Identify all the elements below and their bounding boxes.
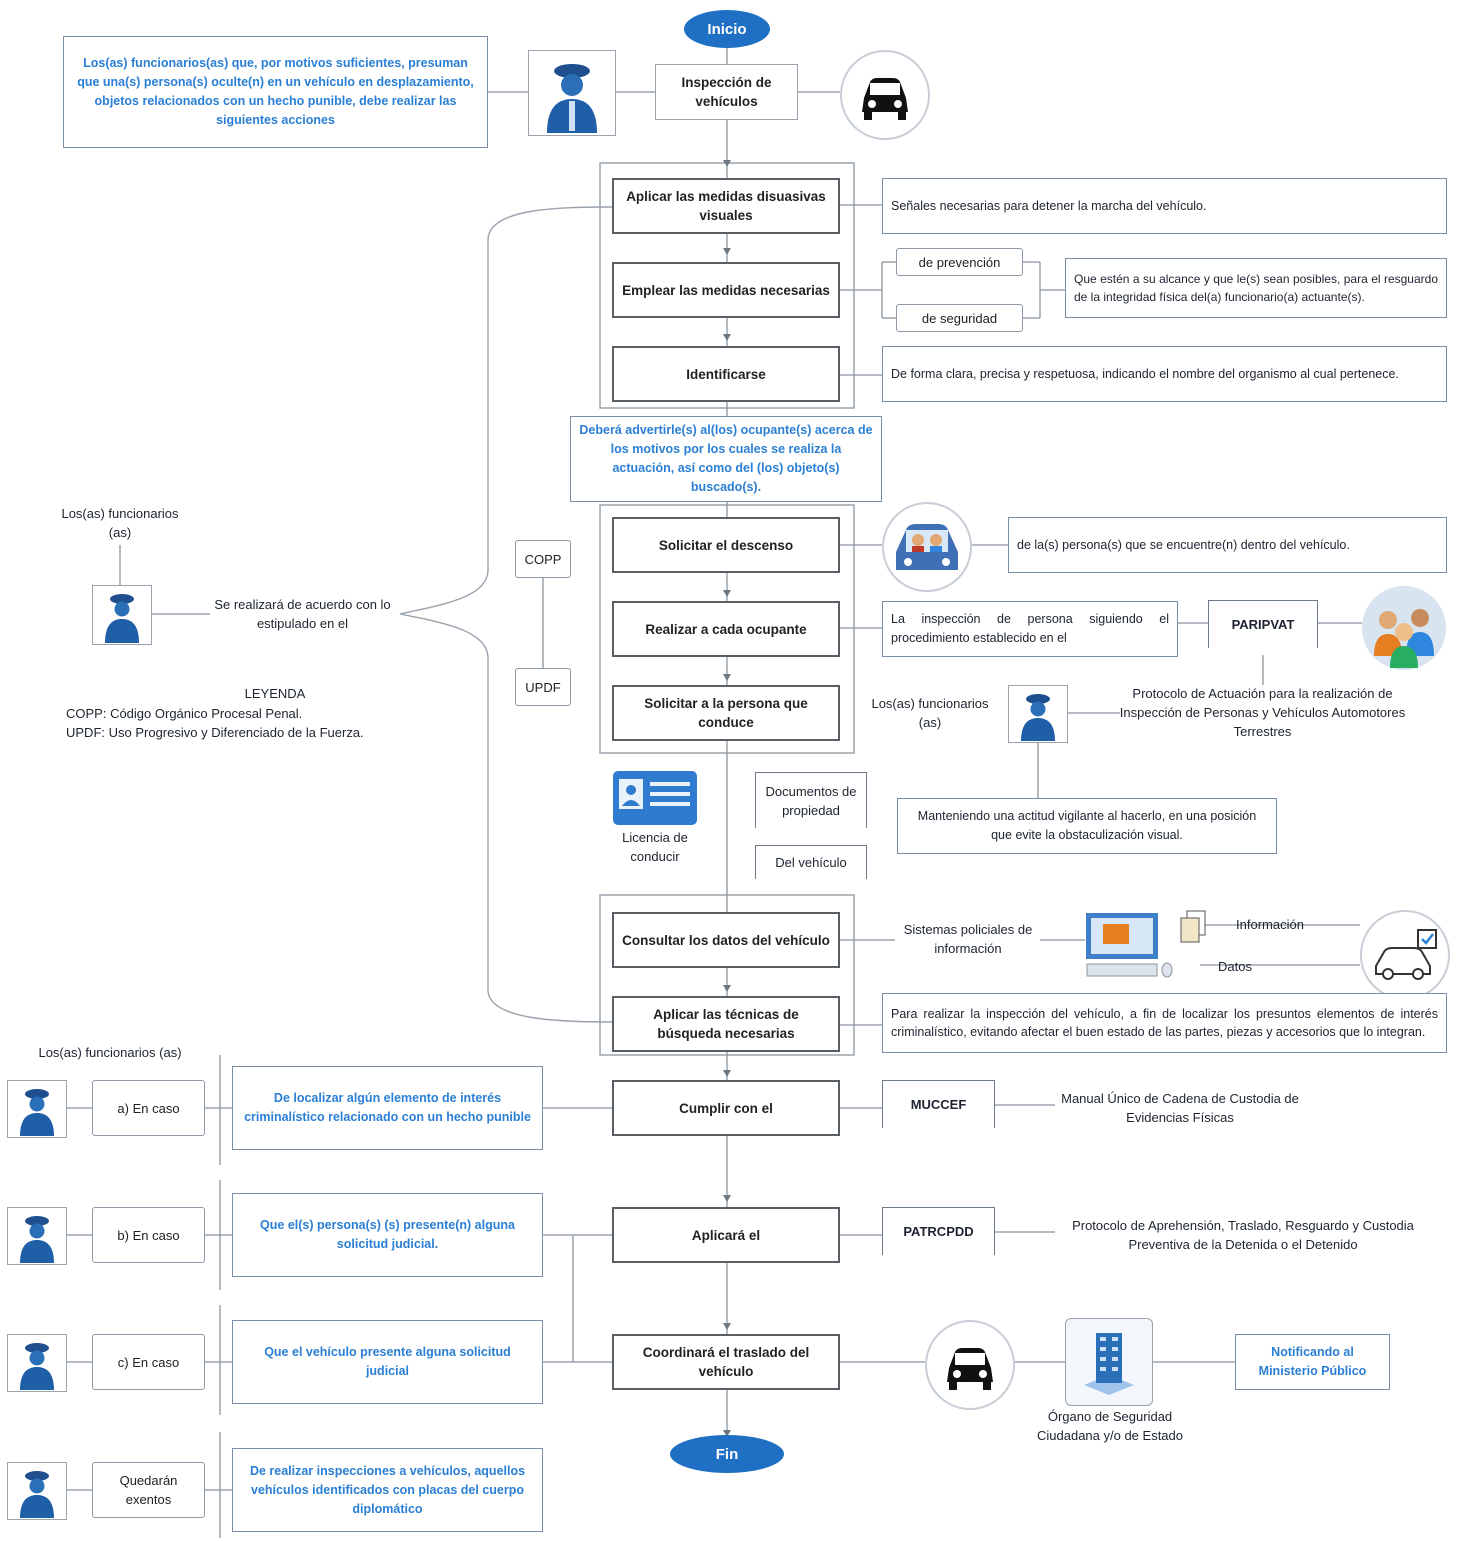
case-d-text: De realizar inspecciones a vehículos, aq… [232,1448,543,1532]
of-vehicle-doc: Del vehículo [755,845,867,879]
legend-copp: COPP: Código Orgánico Procesal Penal. [66,706,303,721]
police-systems-label: Sistemas policiales de información [903,922,1033,956]
case-b-label: b) En caso [92,1207,205,1263]
search-purpose-note: Para realizar la inspección del vehículo… [882,993,1447,1053]
case-d-label: Quedarán exentos [92,1462,205,1518]
clear-form-note: De forma clara, precisa y respetuosa, in… [882,346,1447,402]
muccef-full-text: Manual Único de Cadena de Custodia de Ev… [1061,1091,1299,1125]
notify-note: Notificando al Ministerio Público [1235,1334,1390,1390]
car-front-icon [840,50,930,140]
police-officer-icon [528,50,616,136]
car-check-icon [1360,910,1450,1000]
patrcpdd-doc[interactable]: PATRCPDD [882,1207,995,1255]
paripvat-doc[interactable]: PARIPVAT [1208,600,1318,648]
updf-tag[interactable]: UPDF [515,668,571,706]
vigilant-note: Manteniendo una actitud vigilante al hac… [897,798,1277,854]
information-label: Información [1236,917,1304,932]
data-label: Datos [1218,959,1252,974]
according-label: Se realizará de acuerdo con lo estipulad… [214,597,391,631]
step-identify[interactable]: Identificarse [612,346,840,402]
license-label: Licencia de conducir [622,830,688,864]
building-icon [1065,1318,1153,1406]
police-officer-icon [1008,685,1068,743]
step-consult-data[interactable]: Consultar los datos del vehículo [612,912,840,968]
case-a-label: a) En caso [92,1080,205,1136]
documents-icon [1180,910,1206,944]
police-officer-icon [7,1080,67,1138]
police-officer-icon [92,585,152,645]
police-officer-icon [7,1207,67,1265]
step-comply[interactable]: Cumplir con el [612,1080,840,1136]
case-a-text: De localizar algún elemento de interés c… [232,1066,543,1150]
police-officer-icon [7,1462,67,1520]
step-necessary-measures[interactable]: Emplear las medidas necesarias [612,262,840,318]
patrcpdd-full-text: Protocolo de Aprehensión, Traslado, Resg… [1072,1218,1414,1252]
step-request-driver[interactable]: Solicitar a la persona que conduce [612,685,840,741]
ownership-docs: Documentos de propiedad [755,772,867,828]
step-request-exit[interactable]: Solicitar el descenso [612,517,840,573]
person-inspection-note: La inspección de persona siguiendo el pr… [882,601,1178,657]
step-perform-each[interactable]: Realizar a cada ocupante [612,601,840,657]
people-group-icon [1362,586,1446,670]
cases-officers-label: Los(as) funcionarios (as) [38,1045,182,1060]
case-c-label: c) En caso [92,1334,205,1390]
security-tag: de seguridad [896,304,1023,332]
legend-updf: UPDF: Uso Progresivo y Diferenciado de l… [66,725,364,740]
warn-note: Deberá advertirle(s) al(los) ocupante(s)… [570,416,882,502]
persons-inside-note: de la(s) persona(s) que se encuentre(n) … [1008,517,1447,573]
case-b-text: Que el(s) persona(s) (s) presente(n) alg… [232,1193,543,1277]
step-search-techniques[interactable]: Aplicar las técnicas de búsqueda necesar… [612,996,840,1052]
prevention-tag: de prevención [896,248,1023,276]
car-front-icon [925,1320,1015,1410]
signals-note: Señales necesarias para detener la march… [882,178,1447,234]
id-card-icon [612,770,698,826]
police-officer-icon [7,1334,67,1392]
intro-note: Los(as) funcionarios(as) que, por motivo… [63,36,488,148]
car-passengers-icon [882,502,972,592]
case-c-text: Que el vehículo presente alguna solicitu… [232,1320,543,1404]
officers-mid-label: Los(as) funcionarios (as) [871,696,989,730]
copp-tag[interactable]: COPP [515,540,571,578]
step-visual-measures[interactable]: Aplicar las medidas disuasivas visuales [612,178,840,234]
security-organ-label: Órgano de Seguridad Ciudadana y/o de Est… [1037,1409,1183,1443]
step-apply[interactable]: Aplicará el [612,1207,840,1263]
step-coordinate[interactable]: Coordinará el traslado del vehículo [612,1334,840,1390]
officers-left-label: Los(as) funcionarios (as) [61,506,179,540]
computer-icon [1085,912,1175,978]
legend-title: LEYENDA [244,686,306,701]
paripvat-full-text: Protocolo de Actuación para la realizaci… [1119,686,1406,739]
start-terminal: Inicio [684,10,770,48]
step-inspection[interactable]: Inspección de vehículos [655,64,798,120]
reach-note: Que estén a su alcance y que le(s) sean … [1065,258,1447,318]
muccef-doc[interactable]: MUCCEF [882,1080,995,1128]
end-terminal: Fin [670,1435,784,1473]
